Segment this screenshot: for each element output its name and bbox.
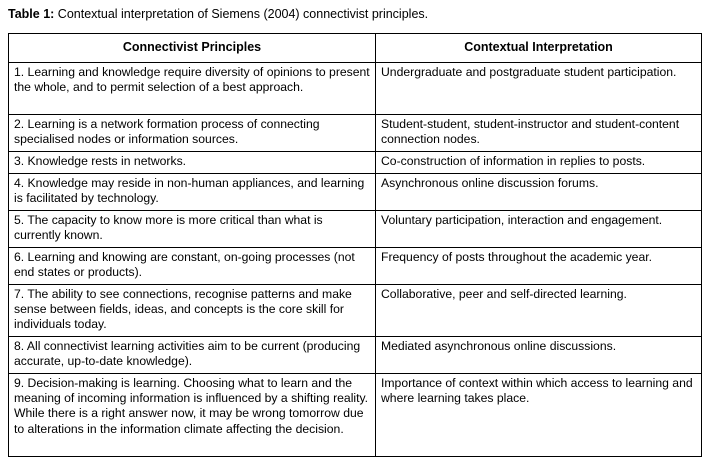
principle-text: 3. Knowledge rests in networks. bbox=[14, 154, 187, 168]
cell-principle: 6. Learning and knowing are constant, on… bbox=[8, 247, 376, 285]
interpretation-text: Asynchronous online discussion forums. bbox=[381, 176, 599, 190]
interpretation-text: Co-construction of information in replie… bbox=[381, 154, 646, 168]
cell-interpretation: Mediated asynchronous online discussions… bbox=[375, 336, 702, 374]
column-header-interpretation: Contextual Interpretation bbox=[375, 33, 702, 63]
interpretation-text: Student-student, student-instructor and … bbox=[381, 117, 680, 147]
table-row: 4. Knowledge may reside in non-human app… bbox=[8, 173, 702, 211]
interpretation-text: Voluntary participation, interaction and… bbox=[381, 213, 663, 227]
principle-text: 9. Decision-making is learning. Choosing… bbox=[14, 376, 369, 436]
principle-text: 4. Knowledge may reside in non-human app… bbox=[14, 176, 365, 206]
interpretation-text: Frequency of posts throughout the academ… bbox=[381, 250, 652, 264]
principle-text: 7. The ability to see connections, recog… bbox=[14, 287, 352, 332]
table-header: Connectivist Principles Contextual Inter… bbox=[8, 33, 702, 63]
table-row: 3. Knowledge rests in networks. Co-const… bbox=[8, 151, 702, 174]
cell-principle: 4. Knowledge may reside in non-human app… bbox=[8, 173, 376, 211]
connectivist-principles-table: Connectivist Principles Contextual Inter… bbox=[8, 33, 702, 457]
table-caption-text: Contextual interpretation of Siemens (20… bbox=[54, 7, 429, 21]
cell-interpretation: Voluntary participation, interaction and… bbox=[375, 210, 702, 248]
cell-principle: 1. Learning and knowledge require divers… bbox=[8, 62, 376, 115]
interpretation-text: Mediated asynchronous online discussions… bbox=[381, 339, 617, 353]
cell-principle: 3. Knowledge rests in networks. bbox=[8, 151, 376, 174]
table-header-row: Connectivist Principles Contextual Inter… bbox=[8, 33, 702, 63]
table-row: 9. Decision-making is learning. Choosing… bbox=[8, 373, 702, 457]
cell-principle: 9. Decision-making is learning. Choosing… bbox=[8, 373, 376, 457]
document-page: Table 1: Contextual interpretation of Si… bbox=[8, 6, 702, 457]
interpretation-text: Undergraduate and postgraduate student p… bbox=[381, 65, 677, 79]
cell-interpretation: Undergraduate and postgraduate student p… bbox=[375, 62, 702, 115]
cell-interpretation: Student-student, student-instructor and … bbox=[375, 114, 702, 152]
table-row: 6. Learning and knowing are constant, on… bbox=[8, 247, 702, 285]
cell-principle: 5. The capacity to know more is more cri… bbox=[8, 210, 376, 248]
table-caption: Table 1: Contextual interpretation of Si… bbox=[8, 6, 698, 22]
principle-text: 6. Learning and knowing are constant, on… bbox=[14, 250, 355, 280]
table-body: 1. Learning and knowledge require divers… bbox=[8, 62, 702, 457]
cell-interpretation: Frequency of posts throughout the academ… bbox=[375, 247, 702, 285]
table-container: Connectivist Principles Contextual Inter… bbox=[8, 33, 702, 457]
cell-principle: 8. All connectivist learning activities … bbox=[8, 336, 376, 374]
table-row: 2. Learning is a network formation proce… bbox=[8, 114, 702, 152]
cell-principle: 7. The ability to see connections, recog… bbox=[8, 284, 376, 337]
principle-text: 1. Learning and knowledge require divers… bbox=[14, 65, 370, 95]
interpretation-text: Importance of context within which acces… bbox=[381, 376, 693, 406]
principle-text: 8. All connectivist learning activities … bbox=[14, 339, 361, 369]
table-caption-label: Table 1: bbox=[8, 7, 55, 21]
table-row: 8. All connectivist learning activities … bbox=[8, 336, 702, 374]
interpretation-text: Collaborative, peer and self-directed le… bbox=[381, 287, 627, 301]
table-row: 5. The capacity to know more is more cri… bbox=[8, 210, 702, 248]
cell-interpretation: Importance of context within which acces… bbox=[375, 373, 702, 457]
cell-principle: 2. Learning is a network formation proce… bbox=[8, 114, 376, 152]
column-header-principles: Connectivist Principles bbox=[8, 33, 376, 63]
cell-interpretation: Co-construction of information in replie… bbox=[375, 151, 702, 174]
cell-interpretation: Asynchronous online discussion forums. bbox=[375, 173, 702, 211]
table-row: 7. The ability to see connections, recog… bbox=[8, 284, 702, 337]
table-row: 1. Learning and knowledge require divers… bbox=[8, 62, 702, 115]
principle-text: 2. Learning is a network formation proce… bbox=[14, 117, 320, 147]
principle-text: 5. The capacity to know more is more cri… bbox=[14, 213, 323, 243]
cell-interpretation: Collaborative, peer and self-directed le… bbox=[375, 284, 702, 337]
